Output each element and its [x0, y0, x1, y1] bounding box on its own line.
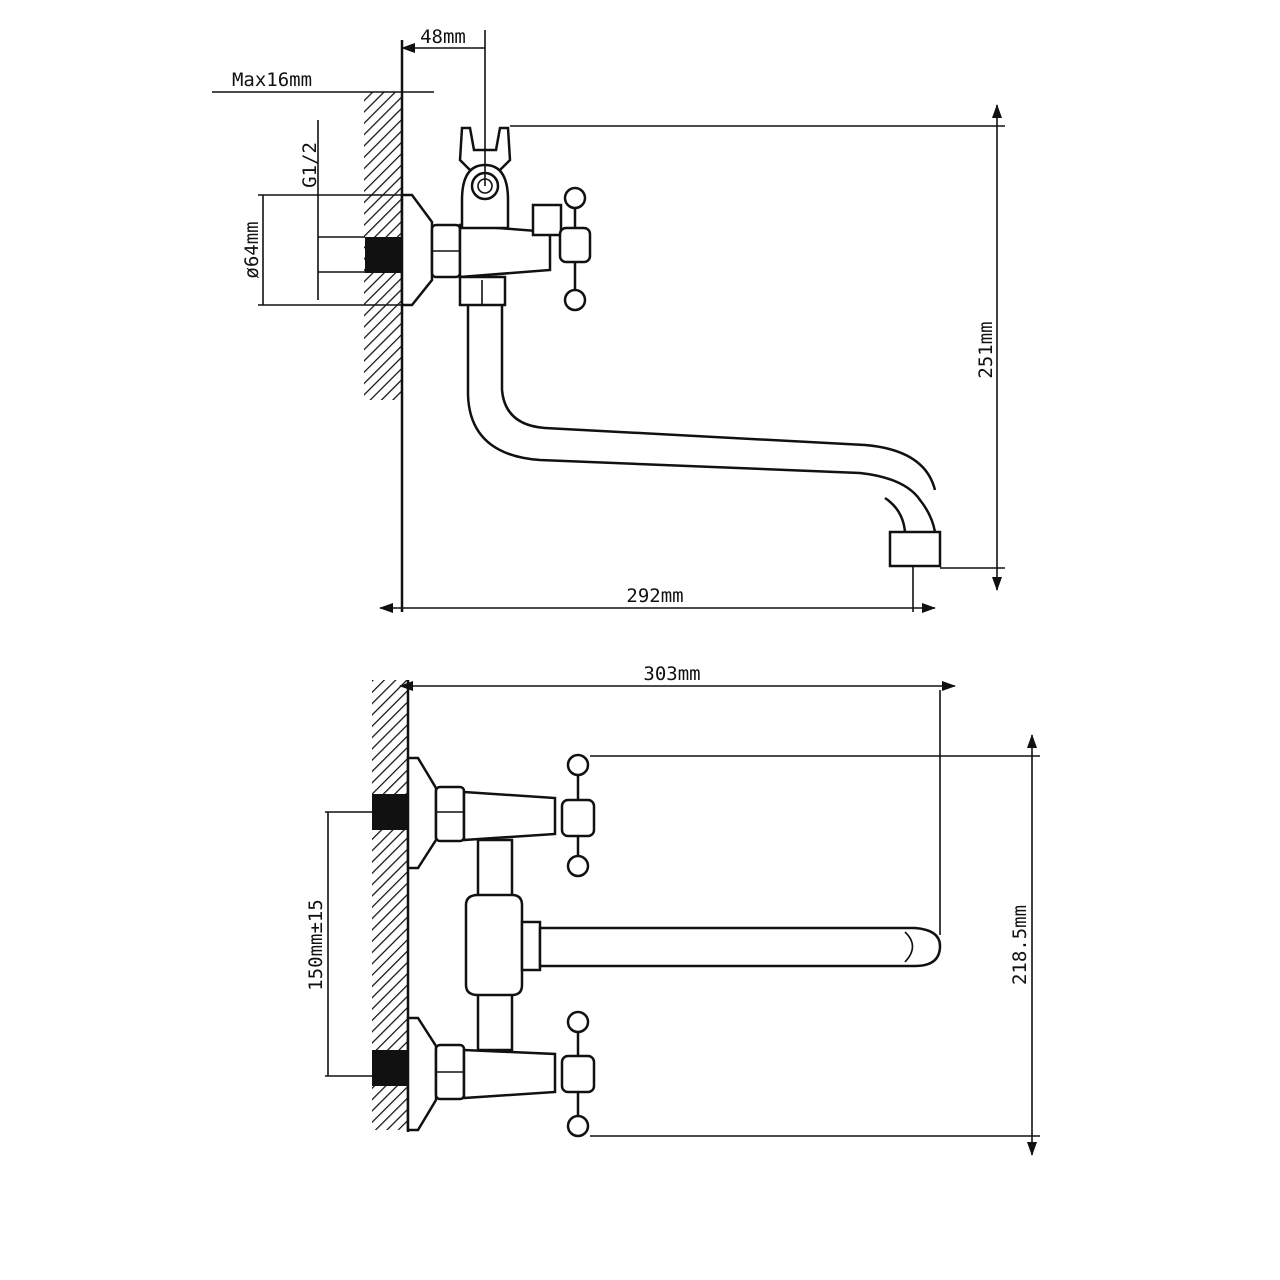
aerator — [888, 530, 942, 568]
spout — [466, 305, 937, 533]
diverter — [464, 893, 524, 997]
top-dimensions: 48mm Max16mm G1/2 ø64mm 251mm 292mm — [212, 26, 1005, 613]
upper-valve — [406, 753, 596, 878]
dim-292mm: 292mm — [626, 585, 683, 607]
lower-valve — [406, 1010, 596, 1138]
dim-218-5mm: 218.5mm — [1009, 905, 1031, 985]
valve-body — [458, 223, 552, 279]
cross-handle — [558, 186, 592, 312]
front-dimensions: 303mm 218.5mm 150mm±15 — [305, 663, 1040, 1156]
dim-g1-2: G1/2 — [299, 142, 321, 188]
dim-303mm: 303mm — [643, 663, 700, 685]
dim-max16mm: Max16mm — [232, 69, 312, 91]
spout — [538, 926, 942, 968]
dim-64mm: ø64mm — [241, 221, 263, 278]
front-view — [372, 680, 942, 1138]
inlet-pipe-block — [365, 237, 402, 273]
inlet-block-bottom — [372, 1050, 408, 1086]
dim-251mm: 251mm — [975, 321, 997, 378]
dim-150mm: 150mm±15 — [305, 899, 327, 991]
dim-48mm: 48mm — [420, 26, 466, 48]
top-view — [364, 40, 942, 612]
flange — [400, 193, 434, 307]
